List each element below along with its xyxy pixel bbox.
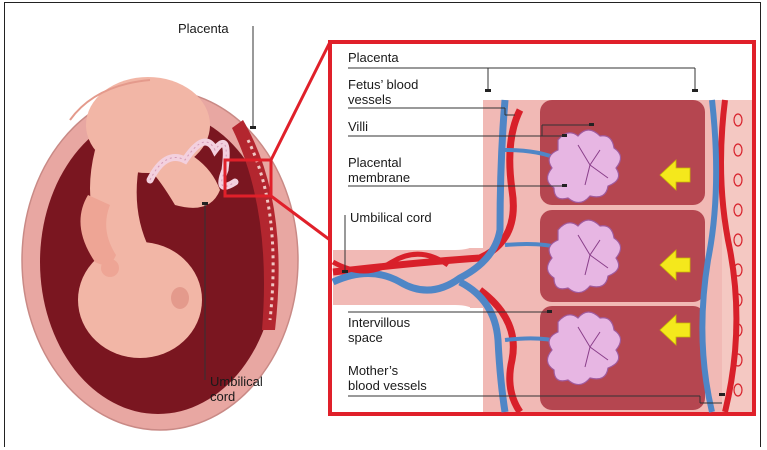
label-umbilical-cord-detail: Umbilical cord xyxy=(350,210,432,225)
label-villi: Villi xyxy=(348,119,368,134)
label-umbilical-cord-left-2: cord xyxy=(210,389,235,404)
label-placental-membrane-1: Placental xyxy=(348,155,402,170)
label-fetus-blood-vessels-1: Fetus’ blood xyxy=(348,77,418,92)
label-umbilical-cord-left-1: Umbilical xyxy=(210,374,263,389)
label-placenta-detail: Placenta xyxy=(348,50,399,65)
detail-panel xyxy=(330,42,767,414)
fetus-hand xyxy=(101,259,119,277)
fetus-ear xyxy=(171,287,189,309)
label-intervillous-space-2: space xyxy=(348,330,383,345)
label-intervillous-space-1: Intervillous xyxy=(348,315,411,330)
zoom-connector-top xyxy=(271,42,330,160)
label-mothers-blood-vessels-1: Mother’s xyxy=(348,363,399,378)
label-placenta-left: Placenta xyxy=(178,21,229,36)
label-mothers-blood-vessels-2: blood vessels xyxy=(348,378,427,393)
label-placental-membrane-2: membrane xyxy=(348,170,410,185)
label-fetus-blood-vessels-2: vessels xyxy=(348,92,392,107)
